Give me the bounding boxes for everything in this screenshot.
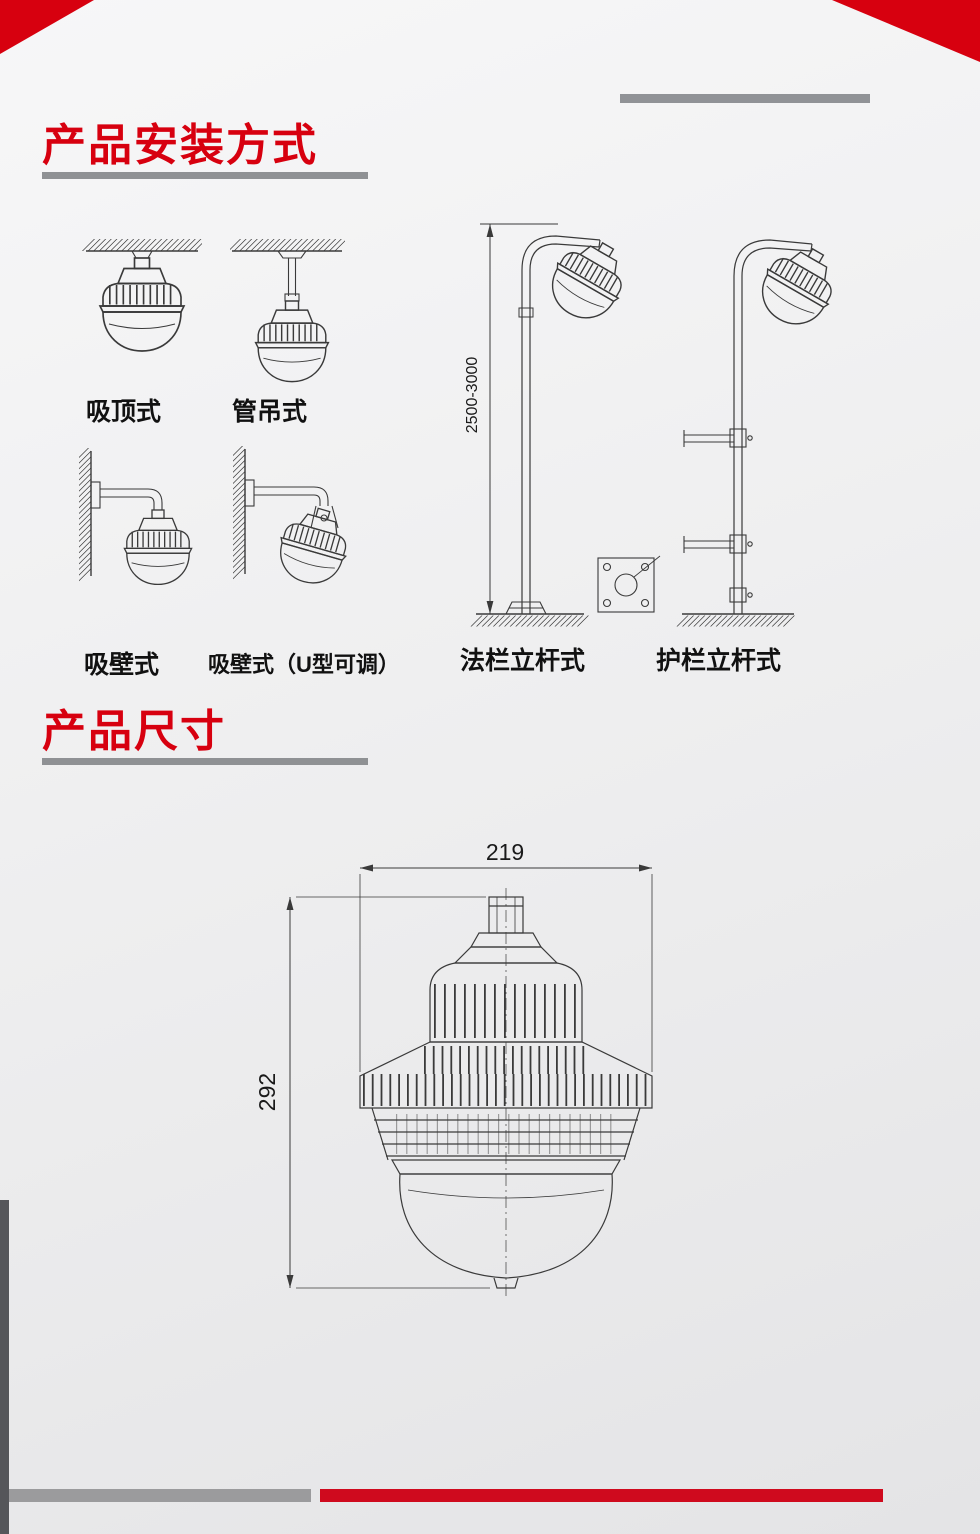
- flange-plate-detail: [597, 555, 661, 613]
- installation-section-title: 产品安装方式: [42, 121, 318, 170]
- dimensions-section-title: 产品尺寸: [42, 707, 226, 756]
- wall-mount-u-diagram: [233, 446, 422, 601]
- product-dimensions-drawing: 219 292: [254, 839, 653, 1296]
- label-pipe-mount: 管吊式: [232, 398, 308, 426]
- flange-pole-diagram: 2500-3000: [464, 210, 661, 627]
- label-ceiling-mount: 吸顶式: [86, 398, 162, 426]
- label-guardrail-pole: 护栏立杆式: [656, 647, 782, 675]
- left-edge-strip: [0, 1200, 9, 1534]
- height-dimension: 292: [254, 1073, 280, 1111]
- pole-height-dimension: 2500-3000: [464, 357, 481, 434]
- label-flange-pole: 法栏立杆式: [460, 647, 586, 675]
- u-bracket-arm: [310, 505, 317, 529]
- footer-gray-bar: [9, 1489, 311, 1502]
- top-left-corner-accent: [0, 0, 94, 54]
- installation-title-underline: [42, 172, 368, 179]
- label-wall-mount: 吸壁式: [84, 651, 160, 679]
- top-right-corner-accent: [832, 0, 980, 62]
- wall-mount-diagram: [79, 448, 243, 598]
- guardrail-pole-diagram: [676, 210, 893, 627]
- top-gray-bar: [620, 94, 870, 103]
- lamp-icon: [100, 258, 184, 351]
- label-wall-mount-u: 吸壁式（U型可调）: [208, 652, 400, 677]
- footer-red-bar: [320, 1489, 883, 1502]
- lamp-icon: [124, 510, 191, 584]
- ceiling-mount-diagram: [82, 239, 202, 388]
- lamp-icon: [256, 301, 329, 382]
- lamp-body-outline: [359, 896, 653, 1289]
- pipe-mount-diagram: [230, 239, 345, 398]
- width-dimension: 219: [486, 839, 524, 865]
- guardrail-rails: [683, 428, 753, 603]
- u-bracket-arm: [331, 505, 339, 529]
- dimensions-title-underline: [42, 758, 368, 765]
